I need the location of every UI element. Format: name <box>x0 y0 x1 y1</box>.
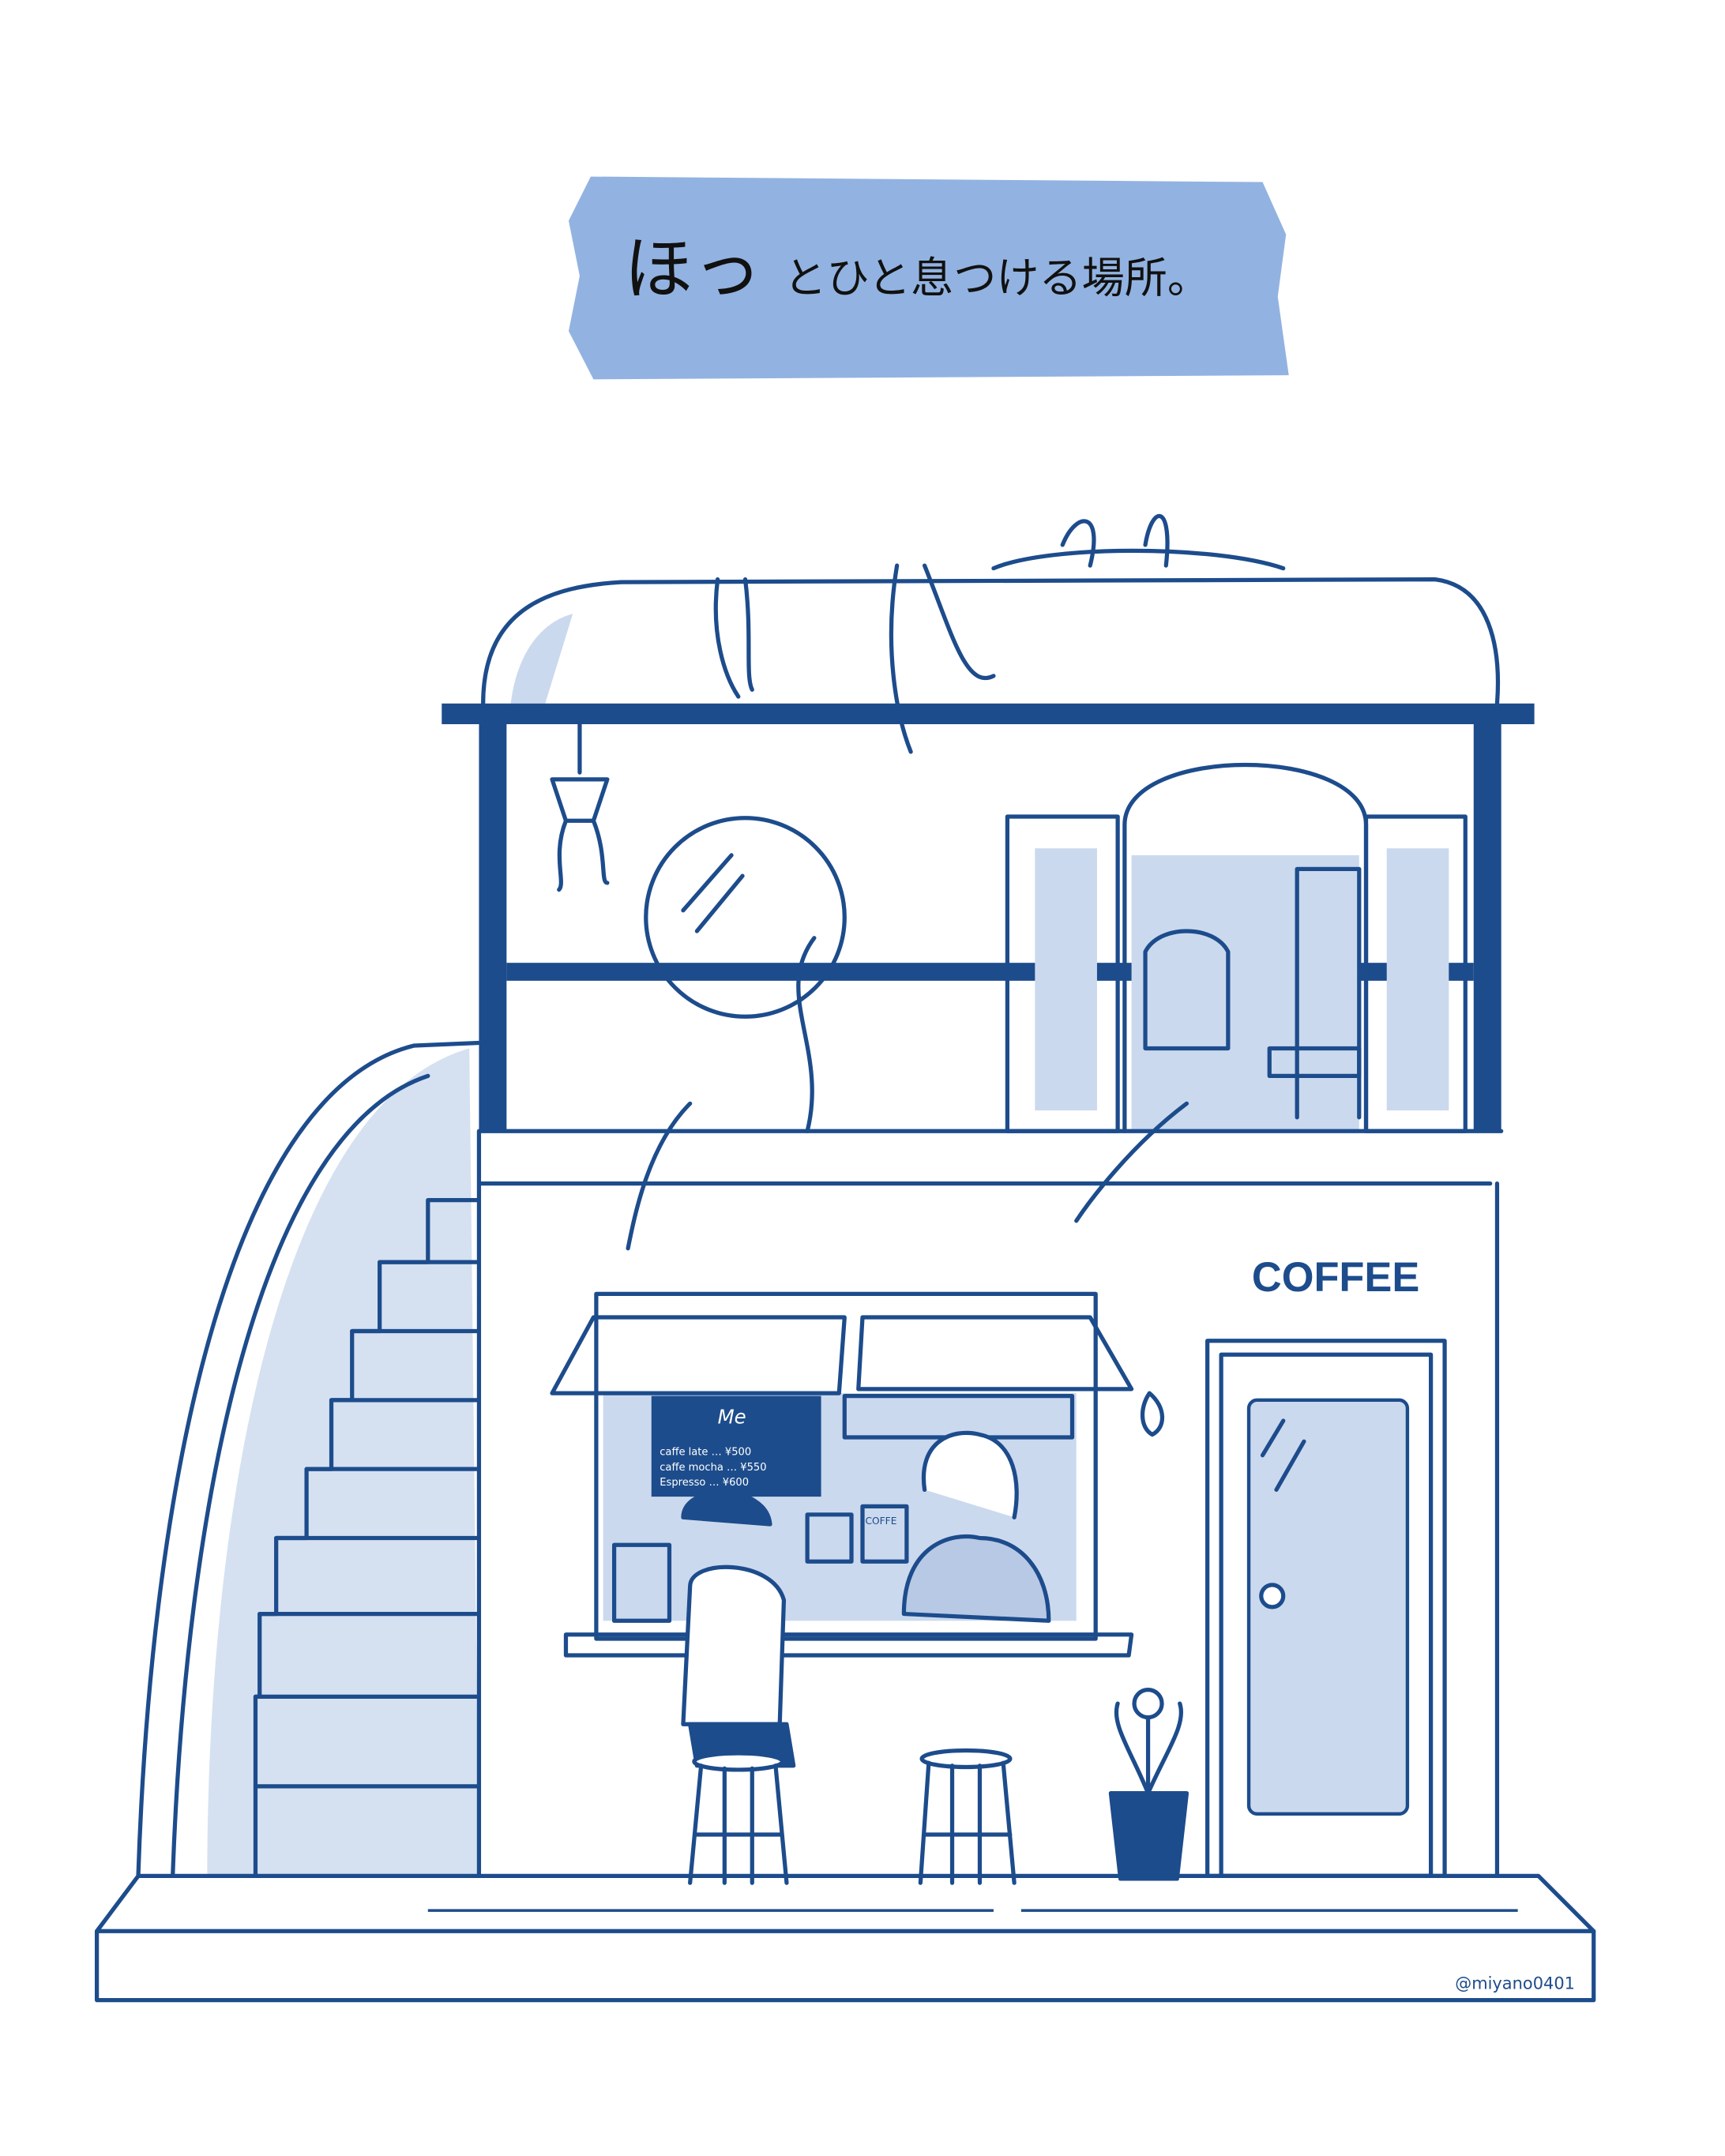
artist-signature: @miyano0401 <box>1455 1974 1575 1993</box>
shop-window: Me caffe late … ¥500 caffe mocha … ¥550 … <box>550 1291 1165 1768</box>
menu-heading: Me <box>718 1406 746 1429</box>
base-platform: @miyano0401 <box>94 1873 1596 2003</box>
title-banner: ほっ とひと息つける場所。 <box>568 176 1289 380</box>
coffee-box-label: COFFE <box>865 1516 896 1527</box>
coffee-sign: COFFEE <box>1252 1255 1419 1301</box>
hanging-plants <box>550 513 1286 1251</box>
upper-floor <box>442 513 1535 1251</box>
menu-item: caffe late … ¥500 <box>660 1447 751 1459</box>
wall-clock-mirror <box>644 816 847 1019</box>
menu-item: Espresso … ¥600 <box>660 1477 749 1489</box>
title-big: ほっ <box>624 228 762 309</box>
title-rest: とひと息つける場所。 <box>784 253 1210 302</box>
potted-plant <box>1108 1688 1189 1881</box>
barista <box>901 1430 1051 1623</box>
ground-floor: COFFEE Me caffe late … ¥500 caffe mocha … <box>476 1129 1504 1885</box>
shop-door[interactable] <box>1205 1339 1447 1879</box>
door-knob[interactable] <box>1259 1583 1286 1609</box>
watercolor-tape <box>568 176 1289 380</box>
customer <box>681 1489 796 1768</box>
roof-beam <box>442 703 1535 724</box>
stools <box>688 1748 1017 1885</box>
menu-board <box>651 1395 821 1497</box>
menu-item: caffe mocha … ¥550 <box>660 1462 766 1474</box>
staircase <box>136 1040 482 1879</box>
counter <box>563 1632 1134 1658</box>
